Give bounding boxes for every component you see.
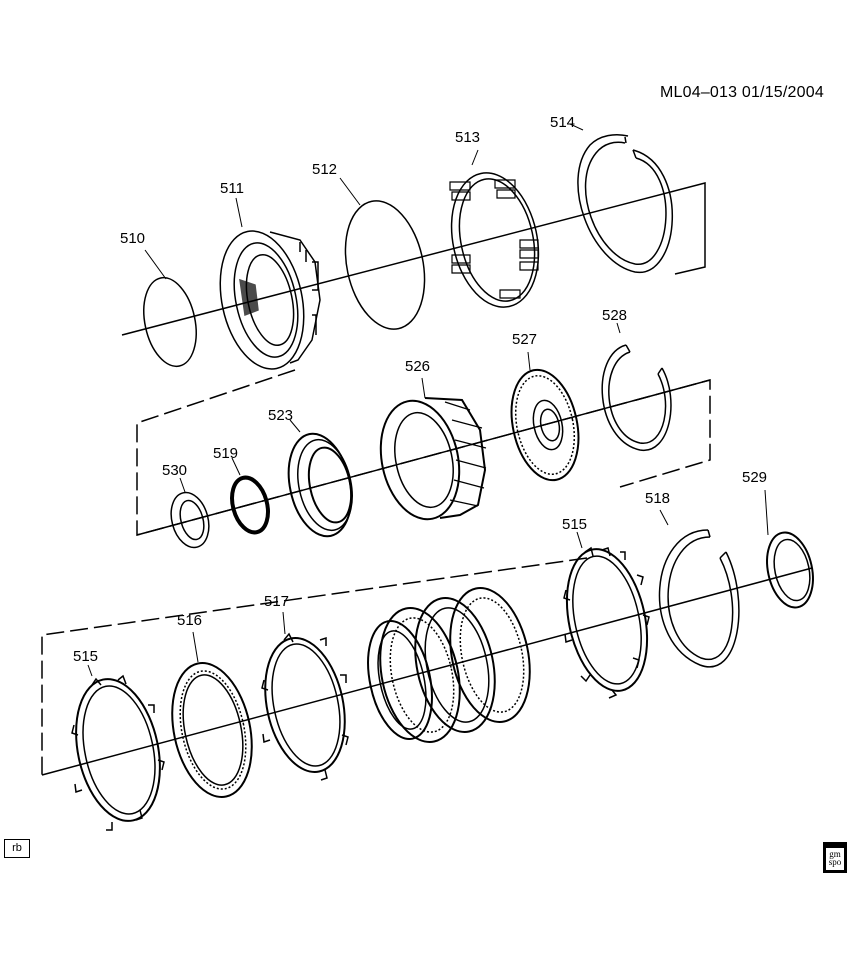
diagram-reference-code: ML04–013 01/15/2004	[660, 84, 824, 101]
part-516-friction-plate[interactable]	[161, 632, 264, 804]
label-518: 518	[645, 490, 670, 507]
row-1-axis	[122, 183, 705, 335]
label-530: 530	[162, 462, 187, 479]
part-517-steel-plate[interactable]	[254, 612, 357, 780]
label-527: 527	[512, 331, 537, 348]
label-515-right: 515	[562, 516, 587, 533]
part-513-spring-assembly[interactable]	[440, 150, 550, 315]
logo-top-text: gm	[829, 849, 841, 859]
label-519: 519	[213, 445, 238, 462]
label-526: 526	[405, 358, 430, 375]
part-519-seal-ring[interactable]	[226, 458, 273, 536]
part-labels: 510 511 512 513 514 530 519 523 526 527 …	[73, 114, 767, 665]
label-517: 517	[264, 593, 289, 610]
label-514: 514	[550, 114, 575, 131]
part-528-snap-ring[interactable]	[602, 323, 671, 450]
part-529-thrust-washer[interactable]	[761, 490, 820, 612]
gm-spo-logo: gm spo	[823, 842, 847, 873]
label-511: 511	[220, 180, 244, 197]
part-514-snap-ring[interactable]	[570, 124, 672, 272]
label-516: 516	[177, 612, 202, 629]
part-515-steel-plate-left[interactable]	[64, 665, 172, 830]
part-523-piston-seal[interactable]	[280, 420, 360, 542]
part-512-seal[interactable]	[334, 178, 435, 336]
rb-tag: rb	[4, 839, 30, 858]
part-527-backing-plate[interactable]	[502, 352, 588, 486]
logo-bottom-text: spo	[828, 857, 842, 867]
part-518-snap-ring[interactable]	[659, 510, 738, 667]
part-515-steel-plate-right[interactable]	[555, 532, 659, 698]
part-510-o-ring[interactable]	[136, 250, 204, 371]
label-529: 529	[742, 469, 767, 486]
label-528: 528	[602, 307, 627, 324]
label-510: 510	[120, 230, 145, 247]
part-526-clutch-hub[interactable]	[370, 378, 486, 527]
clutch-pack-middle[interactable]	[358, 581, 541, 750]
label-523: 523	[268, 407, 293, 424]
part-530-thrust-washer[interactable]	[165, 478, 214, 552]
part-511-piston-housing[interactable]	[208, 198, 320, 377]
label-515-left: 515	[73, 648, 98, 665]
label-512: 512	[312, 161, 337, 178]
label-513: 513	[455, 129, 480, 146]
